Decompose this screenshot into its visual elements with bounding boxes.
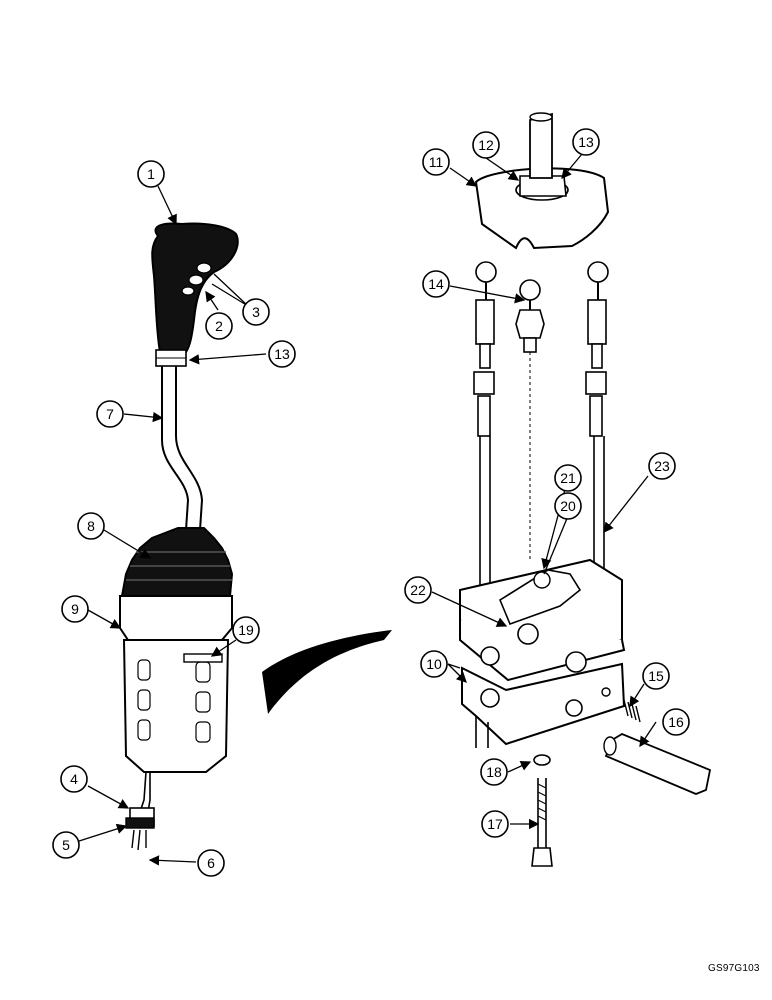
svg-text:8: 8 xyxy=(87,518,95,534)
svg-text:13: 13 xyxy=(578,134,594,150)
callout-23: 23 xyxy=(648,452,676,480)
figure-code: GS97G103 xyxy=(708,963,760,974)
cam-plate xyxy=(499,569,582,626)
callout-20: 20 xyxy=(554,492,582,520)
svg-text:21: 21 xyxy=(560,470,576,486)
callout-16: 16 xyxy=(662,708,690,736)
valve-cover xyxy=(474,167,610,250)
callout-17: 17 xyxy=(481,810,509,838)
valve-block-body xyxy=(461,662,626,746)
callout-6: 6 xyxy=(197,849,225,877)
joystick-assembly xyxy=(119,222,239,851)
svg-text:16: 16 xyxy=(668,714,684,730)
callout-10: 10 xyxy=(420,650,448,678)
input-shaft xyxy=(529,112,553,179)
callout-18: 18 xyxy=(480,758,508,786)
svg-text:9: 9 xyxy=(71,601,79,617)
svg-text:17: 17 xyxy=(487,816,503,832)
callout-12: 12 xyxy=(472,131,500,159)
leader-lines xyxy=(75,153,657,866)
svg-text:11: 11 xyxy=(429,154,444,170)
handle-grip xyxy=(151,222,239,353)
retaining-clip xyxy=(183,653,223,663)
spring xyxy=(623,699,641,723)
svg-text:13: 13 xyxy=(274,346,290,362)
rubber-boot xyxy=(120,527,234,597)
joystick-shaft xyxy=(161,366,190,531)
callout-8: 8 xyxy=(77,512,105,540)
svg-text:18: 18 xyxy=(486,764,502,780)
callout-19: 19 xyxy=(232,616,260,644)
callout-3: 3 xyxy=(242,298,270,326)
callout-9: 9 xyxy=(61,595,89,623)
callouts: 1 2 3 13 7 8 9 19 4 5 6 11 12 13 14 21 2… xyxy=(52,128,690,877)
svg-text:19: 19 xyxy=(238,622,254,638)
svg-text:6: 6 xyxy=(207,855,215,871)
svg-text:14: 14 xyxy=(428,276,444,292)
svg-text:15: 15 xyxy=(648,668,664,684)
handle-button xyxy=(188,274,204,286)
callout-2: 2 xyxy=(205,312,233,340)
bolt xyxy=(537,778,547,848)
svg-text:10: 10 xyxy=(426,656,442,672)
callout-22: 22 xyxy=(404,576,432,604)
svg-text:3: 3 xyxy=(252,304,260,320)
assembly-arrow xyxy=(262,630,392,714)
callout-7: 7 xyxy=(96,400,124,428)
svg-text:4: 4 xyxy=(70,771,78,787)
handle-button xyxy=(196,262,212,274)
callout-21: 21 xyxy=(554,464,582,492)
svg-text:12: 12 xyxy=(478,137,494,153)
plunger-right xyxy=(585,261,609,437)
washer xyxy=(533,754,551,766)
svg-text:23: 23 xyxy=(654,458,670,474)
svg-text:20: 20 xyxy=(560,498,576,514)
svg-text:7: 7 xyxy=(106,406,114,422)
svg-text:2: 2 xyxy=(215,318,223,334)
callout-11: 11 xyxy=(422,148,450,176)
callout-13-right: 13 xyxy=(572,128,600,156)
connector-plug xyxy=(125,817,155,829)
plunger-left xyxy=(473,261,497,437)
plunger-center xyxy=(515,279,545,353)
valve-assembly xyxy=(459,112,712,867)
handle-button xyxy=(181,286,195,296)
callout-14: 14 xyxy=(422,270,450,298)
callout-4: 4 xyxy=(60,765,88,793)
pin xyxy=(604,732,712,795)
callout-15: 15 xyxy=(642,662,670,690)
callout-13: 13 xyxy=(268,340,296,368)
svg-text:1: 1 xyxy=(147,166,155,182)
callout-5: 5 xyxy=(52,831,80,859)
svg-text:22: 22 xyxy=(410,582,426,598)
control-body xyxy=(119,595,233,641)
svg-text:5: 5 xyxy=(62,837,70,853)
callout-1: 1 xyxy=(137,160,165,188)
